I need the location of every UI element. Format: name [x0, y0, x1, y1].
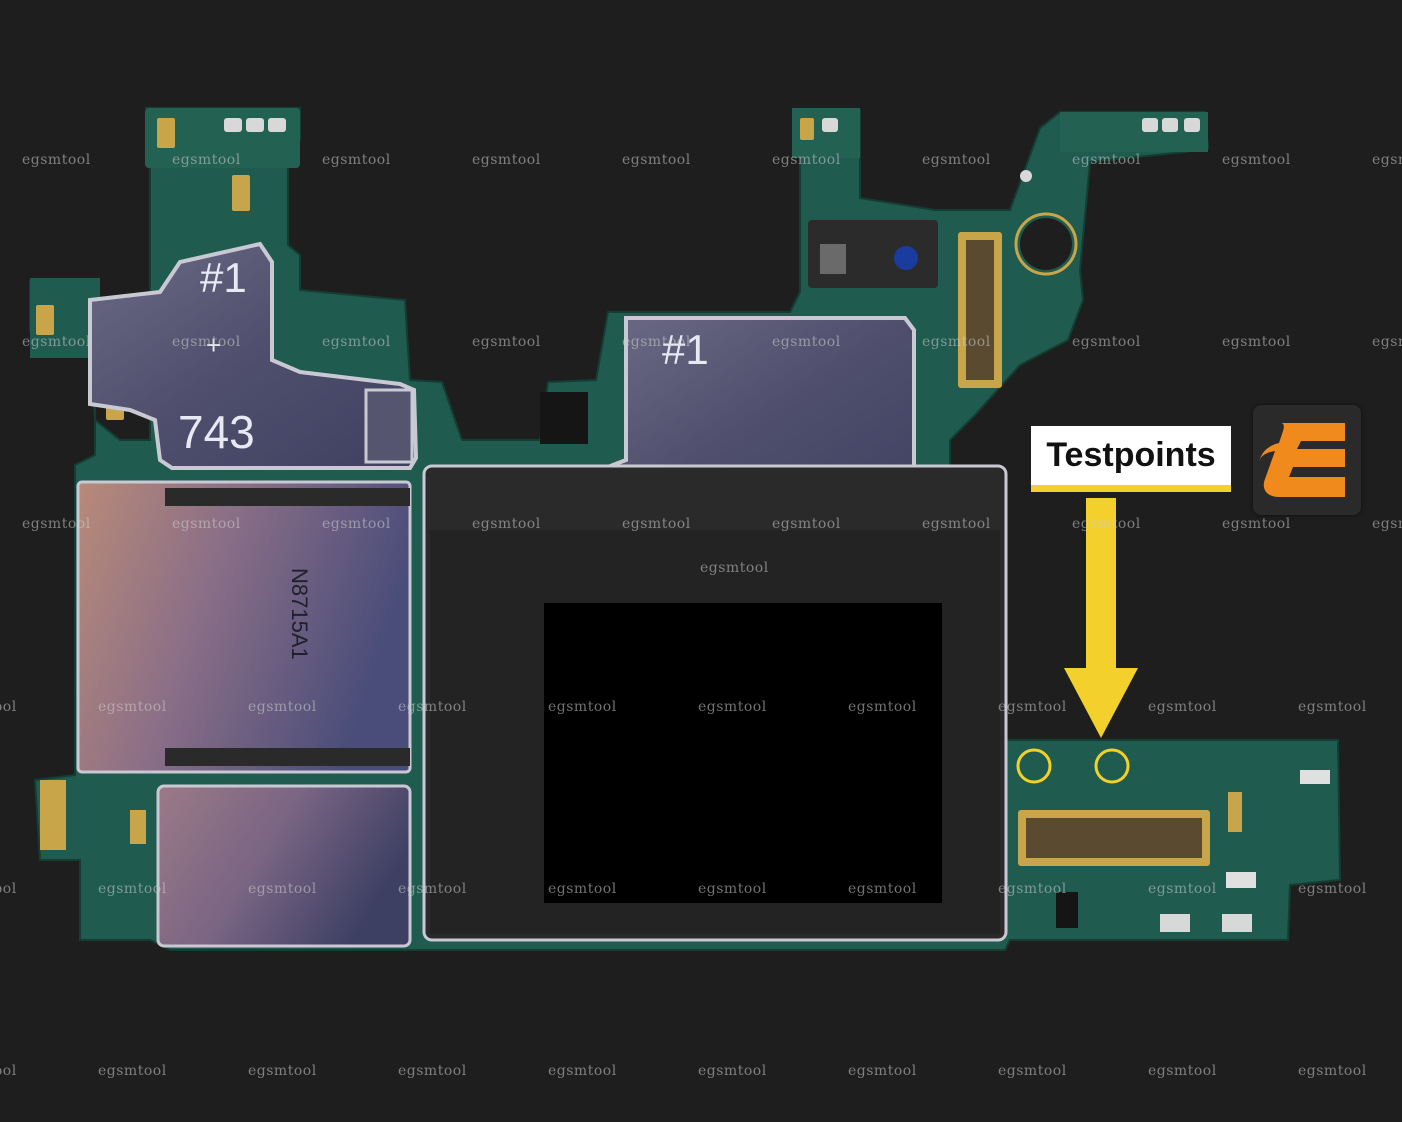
mount-hole — [1014, 212, 1078, 276]
mount-hole-inner — [1020, 218, 1072, 270]
contact-pad — [224, 118, 242, 132]
shield-sub — [364, 388, 414, 464]
shield-bottom-left — [156, 784, 412, 948]
proximity-sensor — [894, 246, 918, 270]
brand-logo — [1253, 405, 1361, 515]
small-ic — [540, 392, 588, 444]
contact-pad — [268, 118, 286, 132]
arrow-shaft — [1086, 498, 1116, 674]
bottom-connector-inner — [1026, 818, 1202, 858]
chip1-label: #1 — [200, 254, 247, 301]
smd-part — [1222, 914, 1252, 932]
smd-part — [1300, 770, 1330, 784]
contact-pad — [246, 118, 264, 132]
gold-contact — [800, 118, 814, 140]
chip2-label: #1 — [662, 326, 709, 373]
chip1-number: 743 — [178, 406, 255, 458]
gold-contact — [232, 175, 250, 211]
testpoints-label: Testpoints — [1031, 426, 1231, 492]
contact-pad — [1184, 118, 1200, 132]
sim-latch — [165, 488, 410, 506]
small-ic — [1056, 892, 1078, 928]
testpoint-circle-1 — [1016, 748, 1052, 784]
smd-part — [1226, 872, 1256, 888]
contact-pad — [1142, 118, 1158, 132]
redacted-area — [544, 603, 942, 903]
via — [1020, 170, 1032, 182]
chip1-plus: + — [206, 330, 221, 360]
connector-inner — [966, 240, 994, 380]
sim-tray — [76, 480, 412, 774]
shield-cpu-left — [88, 241, 419, 470]
top-right-tab — [1060, 112, 1208, 152]
sensor — [820, 244, 846, 274]
sim-code: N8715A1 — [287, 568, 312, 660]
contact-pad — [822, 118, 838, 132]
gold-contact — [130, 810, 146, 844]
sim-latch-bottom — [165, 748, 410, 766]
testpoint-circle-2 — [1094, 748, 1130, 784]
smd-part — [1160, 914, 1190, 932]
e-logo-icon — [1259, 423, 1345, 497]
gold-contact — [157, 118, 175, 148]
battery-contact — [40, 780, 66, 850]
arrow-head — [1064, 668, 1138, 738]
gold-contact — [1228, 792, 1242, 832]
gold-contact — [36, 305, 54, 335]
contact-pad — [1162, 118, 1178, 132]
